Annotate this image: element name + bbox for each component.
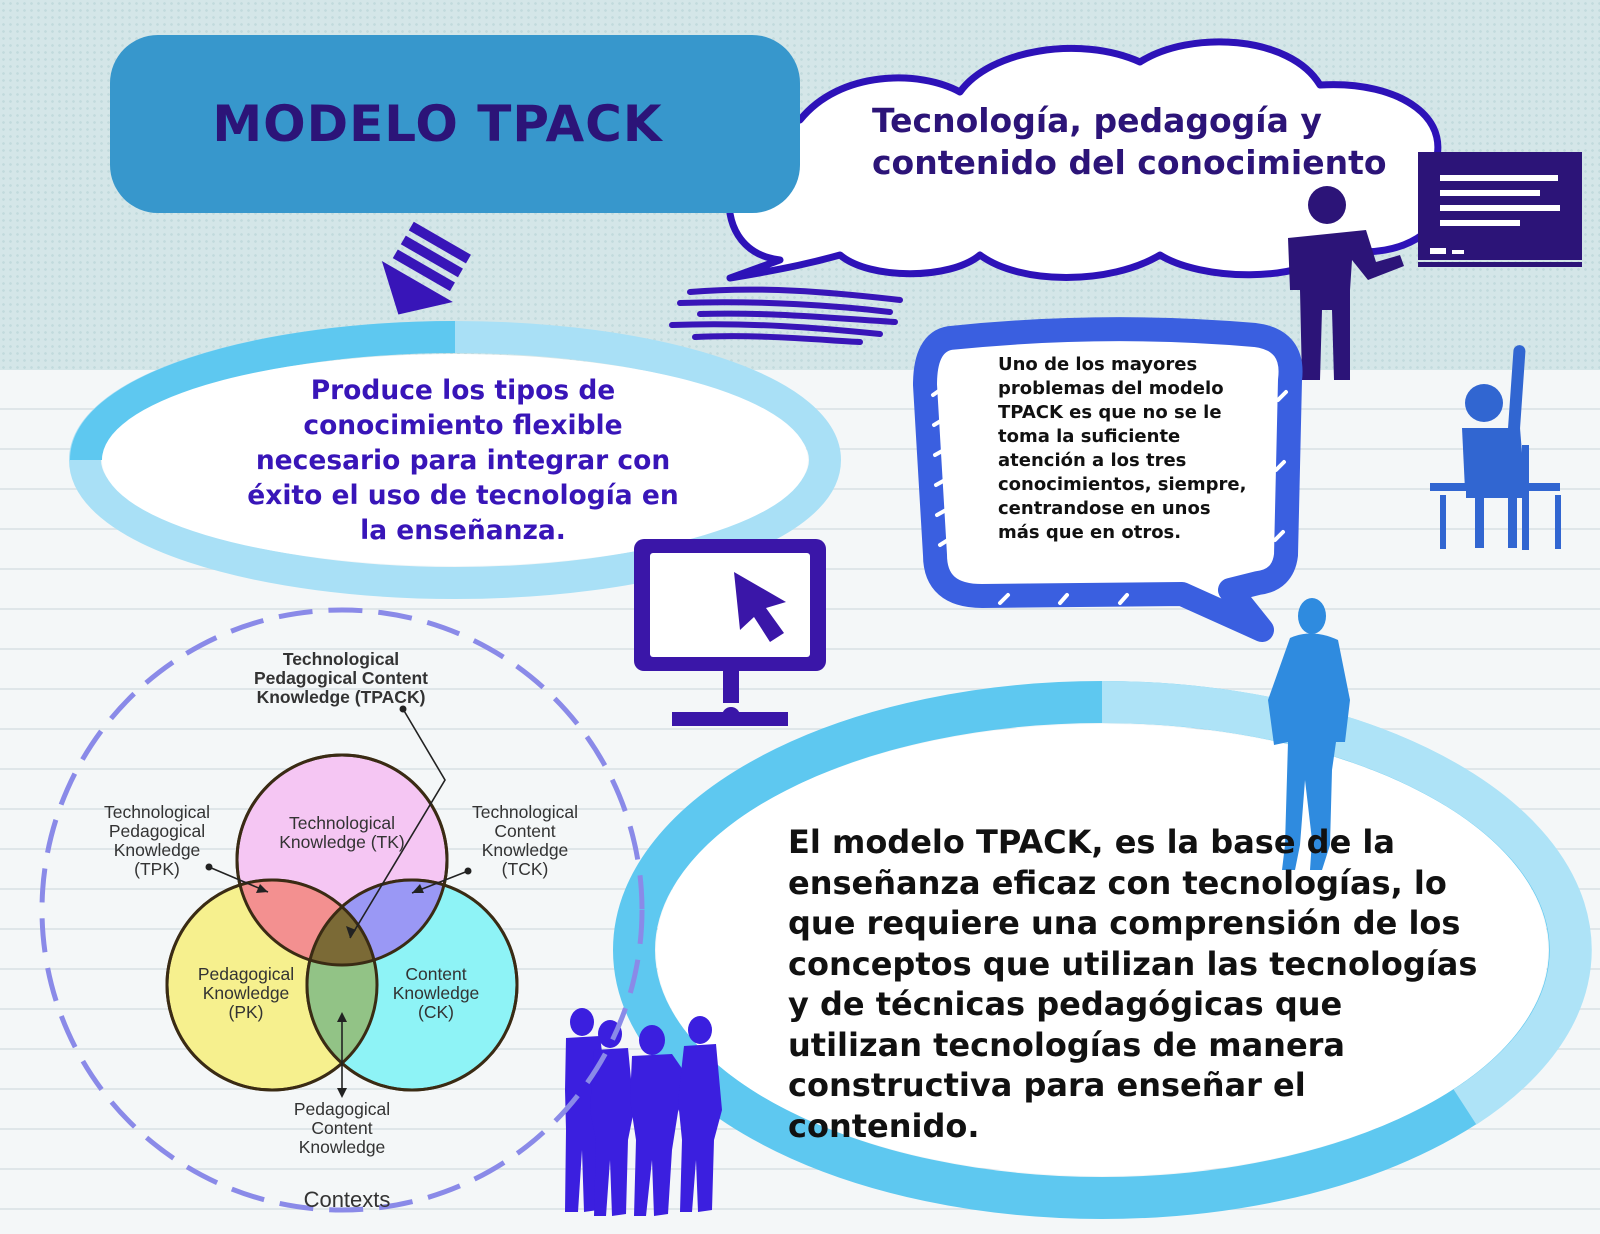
monitor-icon	[634, 539, 826, 726]
label-pk: Pedagogical Knowledge (PK)	[197, 964, 295, 1022]
produce-text: Produce los tipos de conocimiento flexib…	[247, 375, 679, 546]
people-group-icon	[565, 1008, 722, 1216]
label-ck: Content Knowledge (CK)	[392, 964, 480, 1022]
label-tck: Technological Content Knowledge (TCK)	[471, 802, 579, 879]
label-tpk: Technological Pedagogical Knowledge (TPK…	[103, 802, 211, 879]
title-banner	[110, 35, 800, 213]
contexts-circle	[39, 607, 645, 1213]
cursor-icon	[734, 572, 786, 642]
main-text: El modelo TPACK, es la base de la enseña…	[788, 823, 1478, 1145]
produce-ring	[69, 321, 841, 599]
tpack-diagram	[39, 607, 645, 1213]
page-title: MODELO TPACK	[212, 95, 663, 153]
cloud-text: Tecnología, pedagogía y contenido del co…	[872, 101, 1387, 182]
walking-person-icon	[1268, 598, 1350, 870]
student-icon	[1430, 345, 1561, 550]
blackboard-icon	[1418, 152, 1582, 267]
bubble-text: Uno de los mayores problemas del modelo …	[998, 354, 1247, 543]
teacher-icon	[1288, 186, 1404, 380]
label-tpack: Technological Pedagogical Content Knowle…	[253, 649, 429, 707]
label-pck: Pedagogical Content Knowledge	[293, 1099, 391, 1157]
label-tk: Technological Knowledge (TK)	[279, 813, 405, 852]
label-contexts: Contexts	[303, 1187, 391, 1212]
scribble-decoration	[669, 286, 903, 345]
speech-bubble-icon	[913, 317, 1303, 642]
down-arrow-icon	[381, 221, 471, 315]
